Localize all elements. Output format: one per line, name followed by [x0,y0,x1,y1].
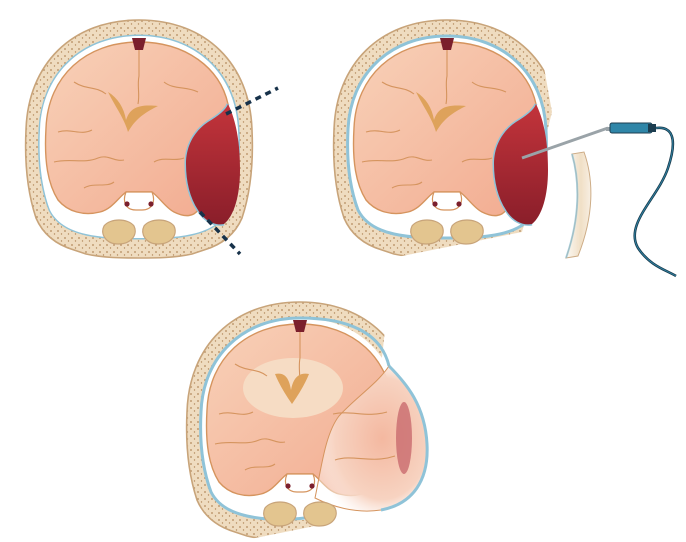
panel-2 [332,19,677,278]
vertebra-right [303,501,337,527]
falx-sinus [440,38,454,50]
brainstem [284,473,316,493]
vessel-left [124,201,130,207]
drain-catheter-icon [521,122,677,278]
brainstem [123,191,155,211]
vessel-right [309,483,315,489]
dura [199,316,391,521]
vessel-right [456,201,462,207]
vessel-right [148,201,154,207]
falx-sinus [293,320,307,332]
bone-flap-dura [565,153,579,259]
vertebra-right [142,219,176,245]
contusion-icon [396,402,412,474]
vertebra-left [102,219,136,245]
bone-flap-icon [565,151,592,259]
vessel-left [285,483,291,489]
vertebra-left [410,219,444,245]
ventricle-icon [416,92,466,132]
ventricle-icon [108,92,158,132]
herniated-dura [380,364,429,512]
cut-line-icon [198,210,242,256]
vertebra-right [450,219,484,245]
vertebra-left [263,501,297,527]
panel-3 [185,301,429,541]
vessel-left [432,201,438,207]
brain-gyri [53,42,199,189]
falx-sinus [132,38,146,50]
brain-gyri [361,42,507,189]
brainstem [431,191,463,211]
ventricle-icon [275,373,309,404]
cut-line-icon [225,86,279,116]
panel-1 [24,19,279,259]
brain-gyri [214,324,396,471]
